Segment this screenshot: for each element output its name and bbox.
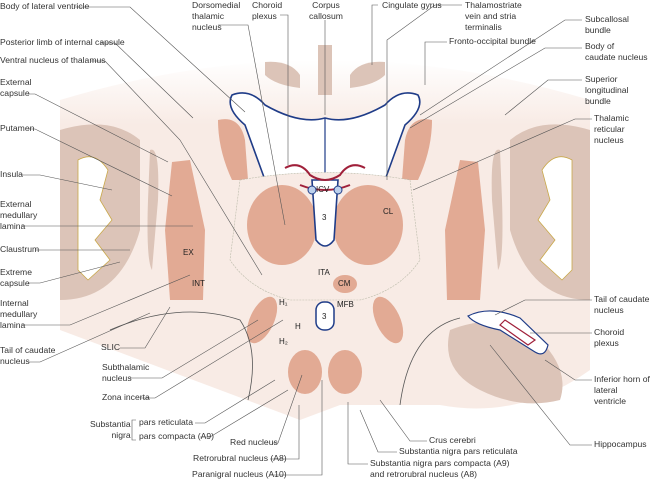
- label-pars-reticulata: pars reticulata: [139, 417, 193, 427]
- label-claustrum: Claustrum: [0, 244, 40, 254]
- leader-lines: [22, 4, 592, 476]
- label-substantia-nigra-pars-compacta: Substantia nigra pars compacta (A9) and …: [370, 458, 510, 479]
- label-slic: SLIC: [101, 342, 121, 352]
- label-thalamostriate-vein: Thalamostriate vein and stria terminalis: [465, 0, 522, 32]
- label-body-of-lateral-ventricle: Body of lateral ventricle: [0, 1, 90, 11]
- label-cingulate-gyrus: Cingulate gyrus: [382, 0, 442, 10]
- inner-label-third-ventricle: 3: [322, 213, 327, 222]
- inner-label-cm: CM: [338, 279, 351, 288]
- label-external-medullary-lamina: External medullary lamina: [0, 199, 38, 231]
- label-thalamic-reticular-nucleus: Thalamic reticular nucleus: [594, 113, 629, 145]
- inner-label-h: H: [295, 322, 301, 331]
- cingulate-gyrus-right: [350, 61, 385, 88]
- label-substantia-nigra-pars-reticulata: Substantia nigra pars reticulata: [399, 446, 518, 456]
- label-ventral-nucleus-thalamus: Ventral nucleus of thalamus: [0, 55, 106, 65]
- putamen-left: [165, 160, 205, 300]
- label-inferior-horn: Inferior horn of lateral ventricle: [594, 374, 650, 406]
- subthalamic-nucleus-left: [246, 296, 278, 344]
- label-posterior-limb-internal-capsule: Posterior limb of internal capsule: [0, 37, 125, 47]
- caudate-body-right: [402, 119, 432, 180]
- choroid-plexus-roof: [284, 164, 366, 191]
- label-pars-compacta: pars compacta (A9): [139, 431, 214, 441]
- caudate-body-left: [218, 119, 248, 180]
- inner-label-h1: H₁: [279, 298, 288, 307]
- inner-label-ita: ITA: [318, 268, 330, 277]
- inner-label-int: INT: [192, 279, 205, 288]
- label-external-capsule: External capsule: [0, 77, 32, 98]
- inner-label-third-ventricle-lower: 3: [322, 312, 327, 321]
- crus-cerebri-contour: [399, 317, 461, 406]
- label-subthalamic-nucleus: Subthalamic nucleus: [102, 362, 150, 383]
- label-paranigral-nucleus: Paranigral nucleus (A10): [192, 469, 287, 479]
- label-extreme-capsule: Extreme capsule: [0, 267, 32, 288]
- thalamus-left: [247, 185, 317, 265]
- label-zona-incerta: Zona incerta: [102, 392, 150, 402]
- internal-cerebral-vein-right: [333, 185, 343, 195]
- slic-contour: [109, 311, 253, 401]
- inner-label-cl: CL: [383, 207, 394, 216]
- substantia-nigra-bracket: [131, 419, 136, 441]
- label-red-nucleus: Red nucleus: [230, 437, 278, 447]
- label-corpus-callosum: Corpus callosum: [309, 0, 343, 21]
- third-ventricle-lower: [315, 301, 335, 331]
- inner-label-icv: ICV: [316, 185, 330, 194]
- inner-label-mfb: MFB: [337, 300, 354, 309]
- choroid-plexus-inferior: [499, 319, 537, 346]
- internal-cerebral-vein-left: [307, 185, 317, 195]
- insula-white-right: [537, 156, 573, 281]
- label-subcallosal-bundle: Subcallosal bundle: [585, 14, 629, 35]
- label-fronto-occipital-bundle: Fronto-occipital bundle: [449, 36, 536, 46]
- label-crus-cerebri: Crus cerebri: [429, 435, 476, 445]
- label-putamen: Putamen: [0, 123, 35, 133]
- label-hippocampus: Hippocampus: [594, 439, 647, 449]
- label-dorsomedial-thalamic-nucleus: Dorsomedial thalamic nucleus: [192, 0, 241, 32]
- claustrum-left: [147, 149, 159, 270]
- inner-label-h2: H₂: [279, 337, 288, 346]
- label-internal-medullary-lamina: Internal medullary lamina: [0, 298, 38, 330]
- inner-label-ex: EX: [183, 248, 194, 257]
- subthalamic-nucleus-right: [372, 296, 404, 344]
- insula-white-left: [77, 156, 113, 281]
- third-ventricle: [311, 179, 339, 247]
- centromedian-nucleus: [333, 275, 357, 293]
- red-nucleus-right: [328, 350, 362, 394]
- label-choroid-plexus-top: Choroid plexus: [252, 0, 283, 21]
- label-tail-of-caudate-right: Tail of caudate nucleus: [594, 294, 650, 315]
- label-choroid-plexus-right: Choroid plexus: [594, 327, 625, 348]
- label-tail-of-caudate-left: Tail of caudate nucleus: [0, 345, 56, 366]
- claustrum-right: [491, 149, 503, 270]
- inferior-horn: [467, 310, 549, 355]
- label-substantia-nigra: Substantia nigra: [90, 419, 131, 440]
- putamen-right: [445, 160, 485, 300]
- label-body-of-caudate-nucleus: Body of caudate nucleus: [585, 41, 648, 62]
- label-superior-longitudinal-bundle: Superior longitudinal bundle: [585, 74, 629, 106]
- label-retrorubral-nucleus: Retrorubral nucleus (A8): [193, 453, 287, 463]
- thalamus-right: [333, 185, 403, 265]
- label-insula: Insula: [0, 169, 23, 179]
- cingulate-gyrus-left: [265, 61, 300, 88]
- red-nucleus-left: [288, 350, 322, 394]
